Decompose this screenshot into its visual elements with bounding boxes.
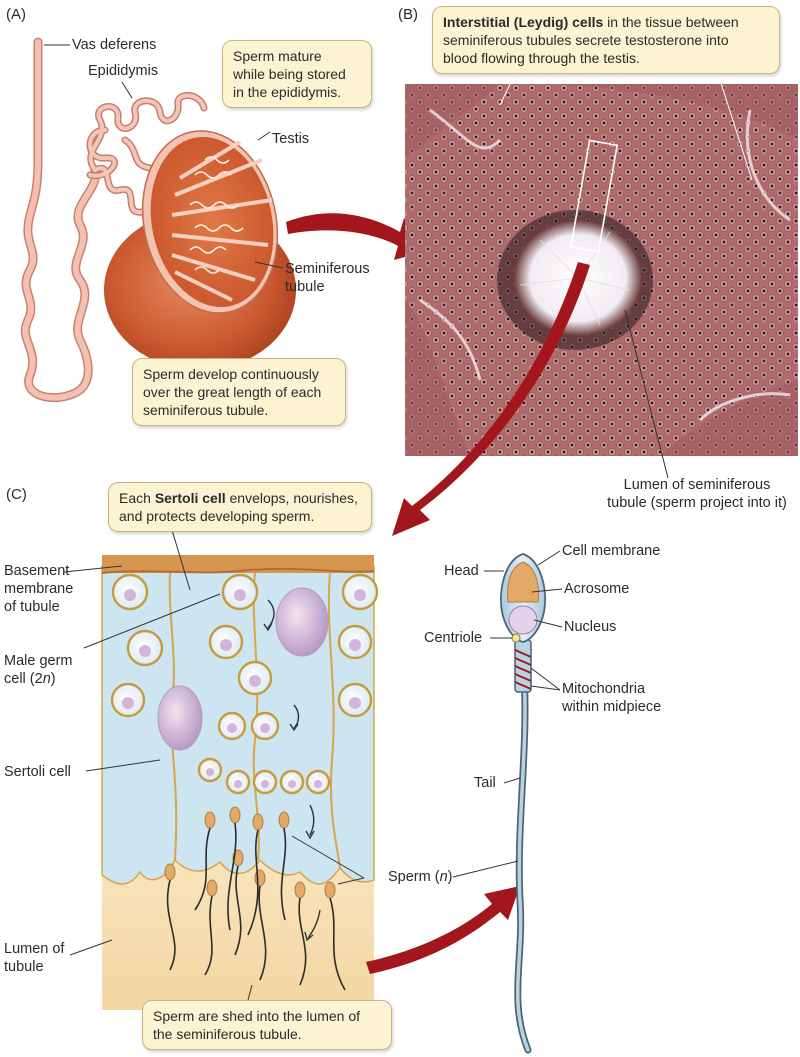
label-sperm-close: ) [447,869,453,885]
callout-leydig-line2: seminiferous tubules secrete testosteron… [443,32,729,48]
label-lumen-tubule-line1: Lumen of [4,941,65,957]
callout-leydig-line3: blood flowing through the testis. [443,50,640,66]
callout-mature-line3: in the epididymis. [233,84,342,100]
callout-develop-line2: over the great length of each [143,384,322,400]
label-mito-line1: Mitochondria [562,681,646,697]
label-testis: Testis [272,131,310,147]
callout-develop-line1: Sperm develop continuously [143,366,319,382]
panel-b-letter: (B) [398,6,418,23]
label-germ-cell-text: cell (2 [4,671,43,687]
vas-deferens-tube-fill [22,39,99,401]
panel-a-letter: (A) [6,6,26,23]
callout-mature-line1: Sperm mature [233,48,322,64]
callout-mature-line2: while being stored [233,66,346,82]
label-germ-line2: cell (2n) [4,671,56,687]
callout-sertoli-pre: Each [119,490,155,506]
label-lumen-of-tubule: Lumen of tubule [4,940,64,976]
label-basement-line3: of tubule [4,599,60,615]
callout-sperm-mature: Sperm mature while being stored in the e… [222,40,372,108]
arrow-c-to-sperm [366,886,520,974]
leader-lines-a [44,44,284,269]
label-sperm-n: Sperm (n) [388,868,453,886]
label-vas-deferens: Vas deferens [72,37,157,53]
label-head: Head [444,563,479,579]
label-mito-line2: within midpiece [562,699,662,715]
label-lumen-seminiferous: Lumen of seminiferous tubule (sperm proj… [602,476,792,512]
callout-sertoli: Each Sertoli cell envelops, nourishes, a… [108,482,372,532]
sperm-detail [500,553,546,1054]
label-basement-line1: Basement [4,563,70,579]
label-male-germ-cell: Male germ cell (2n) [4,652,73,688]
small-arrows [263,599,321,942]
panel-c-letter: (C) [6,486,27,503]
leader-lines-c [63,529,365,1001]
label-epididymis: Epididymis [88,63,159,79]
label-lumen-st-line1: Lumen of seminiferous [623,477,771,493]
germ-cells [110,573,379,795]
label-lumen-tubule-line2: tubule [4,959,44,975]
callout-sperm-develop: Sperm develop continuously over the grea… [132,358,346,426]
arrow-b-to-c [392,262,590,536]
callout-develop-line3: seminiferous tubule. [143,402,269,418]
callout-sertoli-post: envelops, nourishes, [225,490,358,506]
label-cell-membrane: Cell membrane [562,543,661,559]
label-sertoli-cell: Sertoli cell [4,764,71,780]
callout-sertoli-line2: and protects developing sperm. [119,508,315,524]
label-sperm-n-italic: n [439,869,448,885]
leader-line-lumen [624,309,669,479]
label-centriole: Centriole [424,630,483,646]
testis-body [104,130,296,370]
callout-leydig-bold: Interstitial (Leydig) cells [443,14,604,30]
label-germ-close: ) [50,671,56,687]
developing-sperm [164,806,346,991]
label-germ-n: n [42,671,51,687]
label-basement-line2: membrane [4,581,74,597]
label-mitochondria: Mitochondria within midpiece [562,680,661,716]
callout-shed-line1: Sperm are shed into the lumen of [153,1008,361,1024]
label-seminiferous-tubule: Seminiferous tubule [285,260,370,296]
callout-leydig: Interstitial (Leydig) cells in the tissu… [432,6,780,74]
label-germ-line1: Male germ [4,653,73,669]
label-seminiferous-line2: tubule [285,279,325,295]
label-sperm-text: Sperm ( [388,869,440,885]
arrow-a-to-b [286,213,430,260]
micrograph-panel [405,84,798,456]
label-tail: Tail [474,775,496,791]
callout-sertoli-bold: Sertoli cell [154,490,226,506]
leader-lines-b [499,79,753,181]
callout-shed-line2: the seminiferous tubule. [153,1026,302,1042]
callout-leydig-line1: in the tissue between [603,14,739,30]
label-seminiferous-line1: Seminiferous [285,261,370,277]
label-lumen-st-line2: tubule (sperm project into it) [607,495,787,511]
label-basement-membrane: Basement membrane of tubule [4,562,73,616]
callout-sperm-shed: Sperm are shed into the lumen of the sem… [142,1000,392,1050]
leader-lines-sperm [452,550,563,878]
label-acrosome: Acrosome [564,581,630,597]
label-nucleus: Nucleus [564,619,617,635]
